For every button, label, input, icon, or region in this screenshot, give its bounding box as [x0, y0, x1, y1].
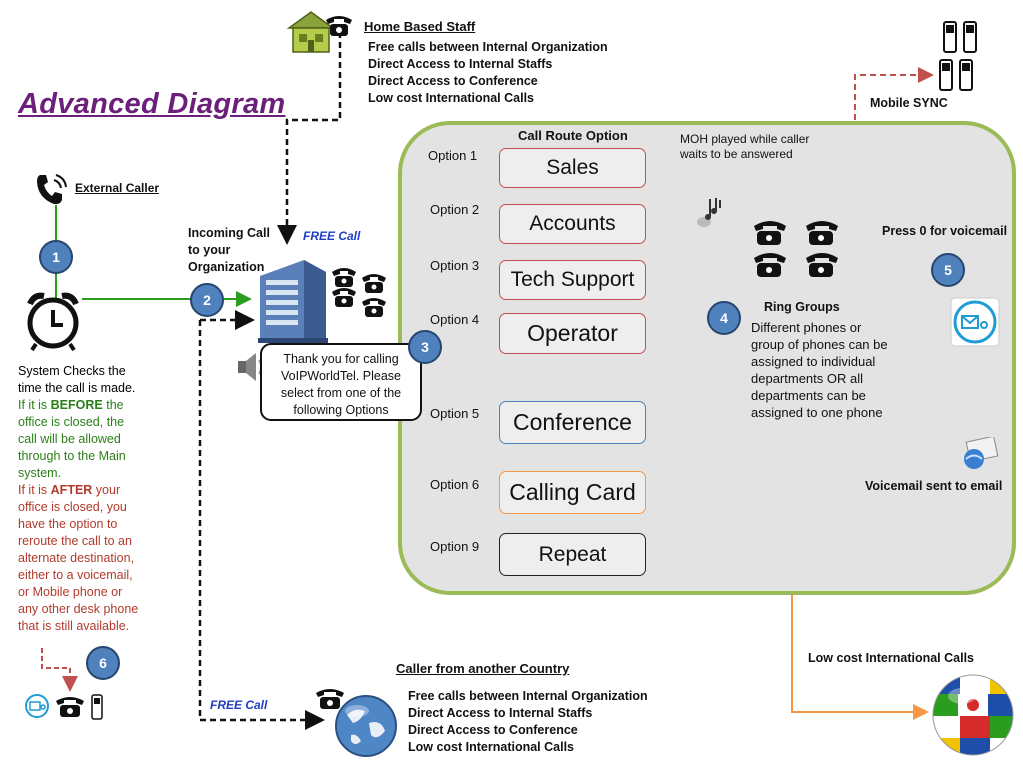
option-9-label: Option 9 — [430, 539, 480, 554]
mobile-phones-icon — [938, 20, 984, 97]
call-route-heading: Call Route Option — [518, 128, 628, 143]
world-flags-globe-icon — [930, 672, 1016, 763]
option-1-label: Option 1 — [428, 148, 478, 163]
calling-card-box: Calling Card — [499, 471, 646, 514]
option-3-label: Option 3 — [430, 258, 480, 273]
conference-box: Conference — [499, 401, 646, 444]
option-4-label: Option 4 — [430, 312, 480, 327]
home-staff-list: Free calls between Internal Organization… — [368, 39, 608, 107]
accounts-box: Accounts — [499, 204, 646, 244]
option-6-label: Option 6 — [430, 477, 480, 492]
sales-box: Sales — [499, 148, 646, 188]
free-call-label-bottom: FREE Call — [210, 698, 268, 712]
phone-bank-icon — [328, 264, 394, 329]
press-0-label: Press 0 for voicemail — [882, 224, 1008, 238]
mobile-phone-small-icon — [90, 694, 104, 725]
foreign-caller-list: Free calls between Internal Organization… — [408, 688, 648, 756]
step-4-badge: 4 — [707, 301, 741, 335]
step-5-badge: 5 — [931, 253, 965, 287]
step-1-badge: 1 — [39, 240, 73, 274]
ring-groups-text: Different phones or group of phones can … — [751, 320, 888, 420]
step-2-badge: 2 — [190, 283, 224, 317]
ring-group-phones-icon — [752, 218, 844, 287]
list-item: Free calls between Internal Organization — [408, 689, 648, 703]
intl-calls-label: Low cost International Calls — [808, 651, 974, 665]
system-checks-text: System Checks the time the call is made.… — [18, 364, 139, 633]
house-icon — [285, 10, 337, 60]
voicemail-small-icon — [24, 694, 50, 723]
list-item: Low cost International Calls — [368, 91, 534, 105]
tech-support-box: Tech Support — [499, 260, 646, 300]
moh-note: MOH played while caller waits to be answ… — [680, 132, 810, 161]
option-2-label: Option 2 — [430, 202, 480, 217]
music-note-icon — [696, 196, 726, 235]
email-icon — [960, 435, 1000, 476]
page-title: Advanced Diagram — [18, 88, 286, 120]
voicemail-email-label: Voicemail sent to email — [865, 479, 1003, 493]
repeat-box: Repeat — [499, 533, 646, 576]
alarm-clock-icon — [22, 290, 84, 357]
step-6-badge: 6 — [86, 646, 120, 680]
desk-phone-icon — [314, 685, 346, 716]
globe-icon — [333, 693, 399, 764]
foreign-caller-heading: Caller from another Country — [396, 661, 570, 676]
ring-groups-heading: Ring Groups — [764, 300, 840, 314]
list-item: Free calls between Internal Organization — [368, 40, 608, 54]
call-route-panel — [398, 121, 1016, 595]
option-5-label: Option 5 — [430, 406, 480, 421]
home-staff-heading: Home Based Staff — [364, 19, 476, 34]
incoming-call-label: Incoming Call to your Organization — [188, 226, 270, 274]
list-item: Low cost International Calls — [408, 740, 574, 754]
ringing-phone-icon — [34, 172, 70, 213]
desk-phone-small-icon — [54, 694, 86, 723]
list-item: Direct Access to Conference — [408, 723, 578, 737]
step-3-badge: 3 — [408, 330, 442, 364]
external-caller-label: External Caller — [75, 181, 160, 195]
operator-box: Operator — [499, 313, 646, 354]
free-call-label-top: FREE Call — [303, 229, 361, 243]
mobile-sync-label: Mobile SYNC — [870, 96, 948, 110]
greeting-callout: Thank you for calling VoIPWorldTel. Plea… — [260, 343, 422, 421]
list-item: Direct Access to Internal Staffs — [368, 57, 553, 71]
office-building-icon — [254, 258, 332, 349]
list-item: Direct Access to Internal Staffs — [408, 706, 593, 720]
desk-phone-icon — [324, 12, 354, 43]
list-item: Direct Access to Conference — [368, 74, 538, 88]
voicemail-icon — [950, 297, 1000, 352]
